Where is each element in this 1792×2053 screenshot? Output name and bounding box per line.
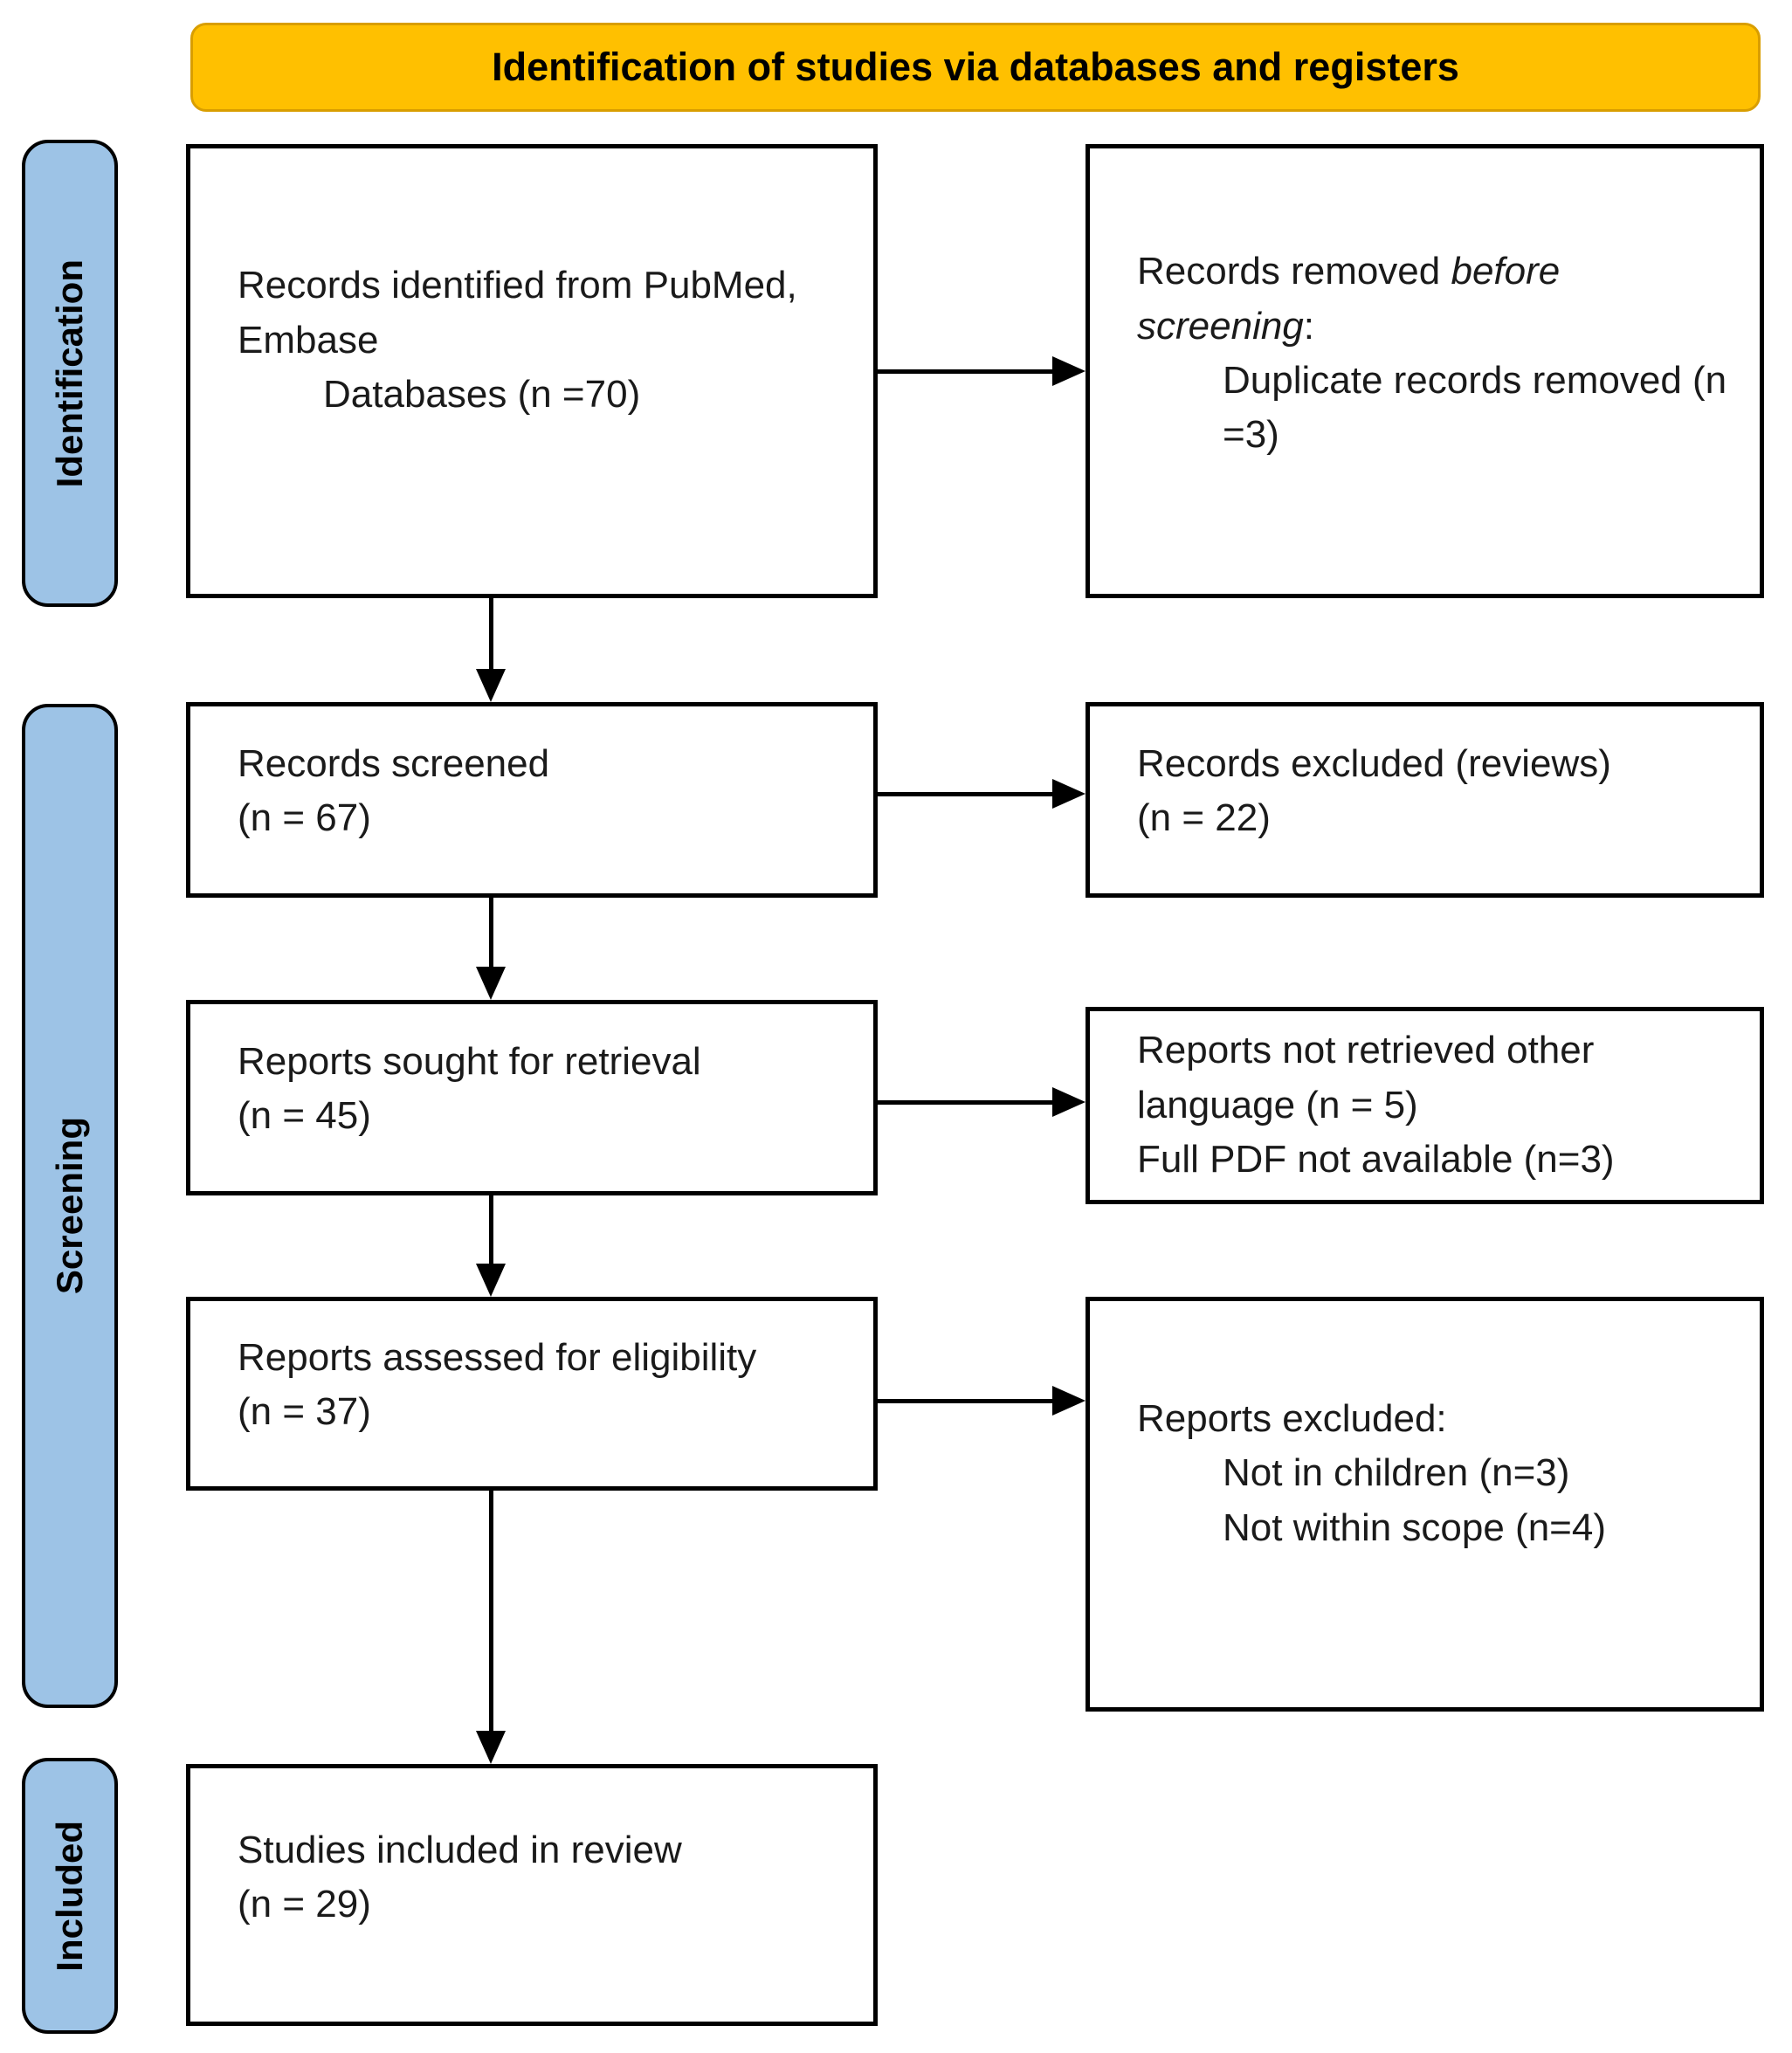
reports-sought-count: (n = 45) (238, 1094, 371, 1137)
studies-included-count: (n = 29) (238, 1883, 371, 1926)
arrow-screened-to-excluded-head (1052, 779, 1086, 809)
arrow-identified-to-removed-head (1052, 356, 1086, 386)
reports-not-retrieved-line-2: language (n = 5) (1137, 1083, 1418, 1126)
arrow-screened-to-sought-line (489, 898, 493, 968)
box-reports-excluded: Reports excluded: Not in children (n=3) … (1086, 1297, 1764, 1712)
box-reports-assessed: Reports assessed for eligibility (n = 37… (186, 1297, 878, 1491)
arrow-assessed-to-reports-excluded-head (1052, 1386, 1086, 1416)
stage-screening: Screening (22, 704, 118, 1708)
arrow-identified-to-screened-head (476, 669, 506, 702)
stage-identification: Identification (22, 140, 118, 607)
reports-not-retrieved-line-1: Reports not retrieved other (1137, 1029, 1595, 1072)
arrow-sought-to-assessed-line (489, 1194, 493, 1264)
records-removed-prefix: Records removed (1137, 250, 1451, 293)
arrow-identified-to-removed-line (878, 369, 1054, 374)
records-identified-count: Databases (n =70) (323, 373, 641, 417)
box-records-removed: Records removed before screening: Duplic… (1086, 144, 1764, 598)
box-records-identified: Records identified from PubMed, Embase D… (186, 144, 878, 598)
reports-sought-line-1: Reports sought for retrieval (238, 1039, 701, 1083)
arrow-identified-to-screened-line (489, 596, 493, 671)
box-records-excluded: Records excluded (reviews) (n = 22) (1086, 702, 1764, 898)
arrow-assessed-to-reports-excluded-line (878, 1399, 1054, 1403)
duplicates-removed-line-1: Duplicate records removed (n (1223, 359, 1727, 402)
arrow-screened-to-excluded-line (878, 792, 1054, 796)
box-reports-sought: Reports sought for retrieval (n = 45) (186, 1000, 878, 1195)
records-excluded-line-1: Records excluded (reviews) (1137, 741, 1611, 785)
stage-screening-label: Screening (49, 1117, 90, 1295)
banner-title: Identification of studies via databases … (190, 23, 1761, 112)
arrow-sought-to-assessed-head (476, 1264, 506, 1297)
reports-not-retrieved-line-3: Full PDF not available (n=3) (1137, 1138, 1615, 1182)
stage-identification-label: Identification (49, 258, 90, 488)
reports-assessed-count: (n = 37) (238, 1390, 371, 1433)
records-excluded-count: (n = 22) (1137, 796, 1271, 839)
box-records-screened: Records screened (n = 67) (186, 702, 878, 898)
stage-included-label: Included (49, 1820, 90, 1972)
records-removed-suffix: : (1303, 304, 1315, 348)
duplicates-removed-line-2: =3) (1223, 413, 1279, 457)
records-identified-line-1: Records identified from PubMed, (238, 264, 797, 307)
arrow-assessed-to-included-line (489, 1490, 493, 1733)
records-screened-count: (n = 67) (238, 796, 371, 839)
arrow-sought-to-not-retrieved-line (878, 1100, 1054, 1105)
box-reports-not-retrieved: Reports not retrieved other language (n … (1086, 1007, 1764, 1204)
records-removed-emphasis: before screening (1137, 250, 1561, 348)
records-identified-line-2: Embase (238, 318, 379, 362)
reports-assessed-line-1: Reports assessed for eligibility (238, 1335, 757, 1379)
arrow-sought-to-not-retrieved-head (1052, 1087, 1086, 1117)
banner-title-text: Identification of studies via databases … (492, 45, 1459, 89)
stage-included: Included (22, 1758, 118, 2034)
arrow-assessed-to-included-head (476, 1731, 506, 1764)
reports-excluded-header: Reports excluded: (1137, 1396, 1447, 1440)
arrow-screened-to-sought-head (476, 967, 506, 1000)
reports-excluded-item-1: Not in children (n=3) (1223, 1451, 1570, 1495)
reports-excluded-item-2: Not within scope (n=4) (1223, 1505, 1606, 1549)
records-removed-line-1: Records removed before screening: (1137, 245, 1735, 354)
box-studies-included: Studies included in review (n = 29) (186, 1764, 878, 2026)
studies-included-line-1: Studies included in review (238, 1828, 682, 1871)
records-screened-line-1: Records screened (238, 741, 550, 785)
